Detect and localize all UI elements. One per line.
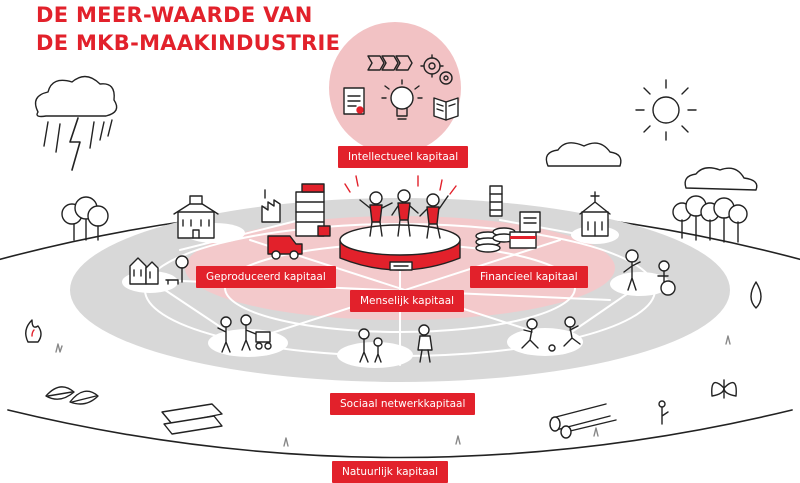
label-natuurlijk-kapitaal: Natuurlijk kapitaal [332,461,449,483]
people-icon [521,316,581,352]
certificate-icon [343,87,365,115]
arrows-icon [367,55,413,71]
leaves-icon [45,386,99,405]
truck-icon [267,235,303,260]
people-icon [358,324,433,363]
trees-icon [61,196,109,241]
factory-icon [261,189,281,223]
building-icon [295,183,331,237]
people-icon [217,314,272,353]
houses-icon [129,255,189,285]
trees-icon [672,195,748,243]
people-icon [344,175,457,239]
diagram-title-line1: DE MEER-WAARDE VAN [36,3,313,27]
label-geproduceerd-kapitaal: Geproduceerd kapitaal [196,266,336,288]
flower-icon [658,400,669,425]
church-icon [579,191,611,237]
intellectual-circle [329,22,461,154]
diagram-title-line2: DE MKB-MAAKINDUSTRIE [36,31,341,55]
cloud-icon [545,142,758,191]
label-financieel-kapitaal: Financieel kapitaal [470,266,588,288]
label-sociaal-netwerkkapitaal: Sociaal netwerkkapitaal [330,393,476,415]
label-intellectueel-kapitaal: Intellectueel kapitaal [338,146,469,168]
people-icon [623,249,676,296]
ground-front-edge [7,409,793,459]
coins-icon [475,185,516,253]
sun-icon [635,79,697,141]
butterfly-icon [711,379,737,399]
book-icon [433,97,459,121]
central-stage [339,224,461,271]
drop-icon [750,281,762,309]
storm-cloud-icon [34,75,118,171]
fire-icon [25,319,42,343]
lightbulb-icon [381,79,423,120]
school-icon [173,195,219,239]
label-menselijk-kapitaal: Menselijk kapitaal [350,290,465,312]
logs-icon [161,403,617,439]
card-icon [509,211,541,249]
gears-icon [420,54,453,85]
grass-icon [55,335,731,447]
